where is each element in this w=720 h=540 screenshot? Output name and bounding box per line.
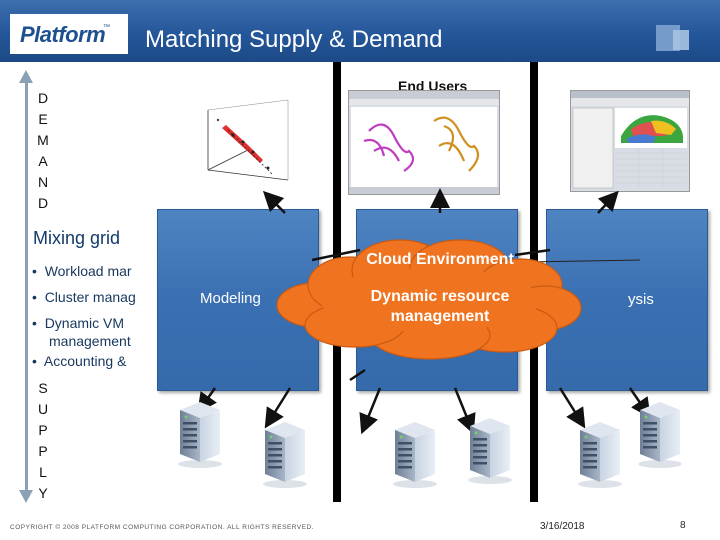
supply-letter: L: [39, 464, 47, 480]
demand-letter: N: [37, 174, 49, 190]
arrow-demand-left: [262, 190, 286, 214]
analysis-label: ysis: [628, 291, 654, 308]
logo-trademark: ™: [103, 24, 110, 31]
demand-letter: E: [38, 111, 48, 127]
footer-copyright: COPYRIGHT © 2008 PLATFORM COMPUTING CORP…: [10, 524, 315, 531]
cloud-line-1: Dynamic resource: [370, 288, 510, 305]
demand-letter: D: [37, 195, 49, 211]
supply-letter: S: [38, 380, 48, 396]
dynamic-resource-text: Dynamic resource management: [340, 287, 540, 327]
bullet-item: • Cluster manag: [32, 289, 136, 305]
bullet-list: • Workload mar • Cluster manag • Dynamic…: [32, 258, 136, 374]
demand-letter: A: [38, 153, 48, 169]
bullet-item: • Dynamic VM: [32, 315, 125, 331]
arrow-down-icon: [19, 490, 33, 503]
arrow-supply-2: [264, 387, 292, 429]
molecule-viewer-screenshot: [348, 90, 500, 195]
bullet-item: • Accounting &: [32, 353, 127, 369]
supply-letter: U: [37, 401, 49, 417]
arrow-supply-4: [453, 387, 476, 435]
slide-title: Matching Supply & Demand: [145, 26, 443, 53]
supply-demand-arrow-shaft: [25, 80, 28, 493]
footer-date: 3/16/2018: [540, 521, 585, 532]
callout-line: [524, 259, 641, 263]
demand-label: D E M A N D: [36, 88, 50, 214]
cloud-line-2: management: [390, 308, 490, 325]
arrow-up-icon: [19, 70, 33, 83]
supply-letter: Y: [38, 485, 48, 501]
demand-letter: D: [37, 90, 49, 106]
arrow-supply-5: [558, 387, 586, 429]
arrow-cross-2: [514, 248, 551, 257]
bullet-item: • Workload mar: [32, 263, 132, 279]
cloud-environment-title: Cloud Environment: [366, 251, 514, 268]
platform-logo: [10, 14, 128, 54]
arrow-supply-1: [197, 387, 217, 414]
header-decoration-icon-2: [673, 30, 689, 50]
logo-text: Platform: [20, 22, 106, 47]
arrow-cross-3: [349, 368, 366, 382]
simulation-app-screenshot: [570, 90, 690, 192]
bullet-item-continuation: management: [49, 333, 131, 349]
scatter-plot-screenshot: [188, 90, 300, 190]
arrow-supply-3: [359, 387, 382, 435]
arrow-demand-right: [597, 190, 619, 214]
demand-letter: M: [37, 132, 49, 148]
supply-letter: P: [38, 443, 48, 459]
supply-letter: P: [38, 422, 48, 438]
mixing-grid-heading: Mixing grid: [33, 228, 121, 248]
supply-label: S U P P L Y: [36, 378, 50, 504]
arrow-cross-1: [311, 248, 361, 262]
modeling-label: Modeling: [200, 290, 261, 307]
arrow-supply-6: [628, 387, 651, 419]
page-number: 8: [680, 520, 686, 531]
